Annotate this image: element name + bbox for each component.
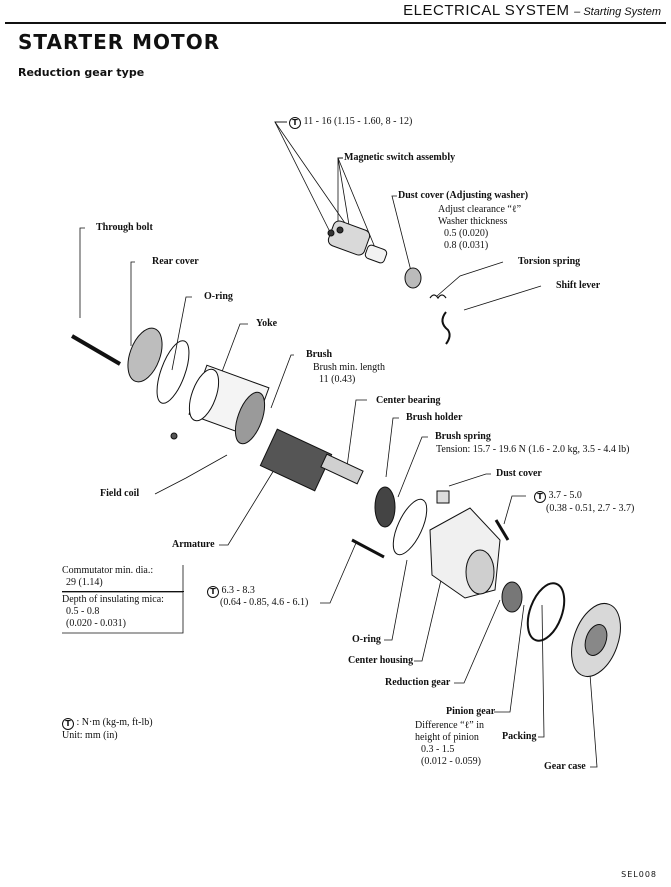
label-pinion-diff-2: height of pinion (415, 732, 479, 743)
label-washer-2: 0.8 (0.031) (444, 240, 489, 251)
label-armature: Armature (172, 539, 215, 550)
brush-holder-part (374, 486, 396, 528)
torque-icon: T (534, 491, 546, 503)
o-ring-rear-part (156, 340, 190, 404)
label-yoke: Yoke (256, 318, 278, 329)
center-housing-part (429, 507, 501, 599)
commutator-line-3: Depth of insulating mica: (62, 594, 164, 605)
label-gear-case: Gear case (544, 761, 586, 772)
through-bolt-part (70, 334, 122, 366)
label-bolt-torque-1: T 6.3 - 8.3 (207, 585, 255, 598)
label-pinion-diff-3: 0.3 - 1.5 (421, 744, 455, 755)
label-center-bearing: Center bearing (376, 395, 441, 406)
commutator-line-4: 0.5 - 0.8 (66, 606, 100, 617)
commutator-line-2: 29 (1.14) (66, 577, 103, 588)
yoke-part (188, 364, 270, 445)
label-center-housing: Center housing (348, 655, 414, 666)
label-magnetic-switch: Magnetic switch assembly (344, 152, 456, 163)
gear-case-part (571, 603, 621, 677)
label-field-coil: Field coil (100, 488, 140, 499)
label-brush-min-value: 11 (0.43) (319, 374, 356, 385)
label-o-ring-center: O-ring (352, 634, 381, 645)
packing-part (526, 582, 566, 642)
legend-unit: Unit: mm (in) (62, 730, 118, 741)
label-brush-spring: Brush spring (435, 431, 491, 442)
header-rule (5, 22, 666, 24)
label-washer-1: 0.5 (0.020) (444, 228, 489, 239)
commutator-spec-box: Commutator min. dia.: 29 (1.14) Depth of… (62, 565, 184, 630)
legend-torque: T : N·m (kg-m, ft-lb) (62, 717, 153, 730)
yoke-screw-part (170, 432, 178, 440)
label-pinion-diff-1: Difference “ℓ” in (415, 720, 485, 731)
leader-lines (62, 121, 598, 768)
label-pinion-diff-4: (0.012 - 0.059) (421, 756, 481, 767)
label-pinion-gear: Pinion gear (446, 706, 496, 717)
label-bolt-torque-2: (0.64 - 0.85, 4.6 - 6.1) (220, 597, 309, 608)
commutator-divider (62, 591, 184, 592)
label-reduction-gear: Reduction gear (385, 677, 451, 688)
label-brush: Brush (306, 349, 333, 360)
label-shift-lever: Shift lever (556, 280, 601, 291)
commutator-line-5: (0.020 - 0.031) (66, 618, 126, 629)
torque-icon: T (289, 117, 301, 129)
label-brush-min-length: Brush min. length (313, 362, 385, 373)
rear-cover-part (127, 327, 163, 383)
dust-cover-part (436, 490, 450, 504)
torsion-spring-part (429, 294, 447, 300)
armature-part (259, 428, 364, 492)
label-housing-torque-1: T 3.7 - 5.0 (534, 490, 582, 503)
shift-lever-part (441, 311, 451, 345)
torque-icon: T (207, 586, 219, 598)
label-through-bolt: Through bolt (96, 222, 153, 233)
bolt-part (351, 538, 385, 559)
label-dust-cover-washer: Dust cover (Adjusting washer) (398, 190, 529, 201)
label-packing: Packing (502, 731, 537, 742)
label-rear-cover: Rear cover (152, 256, 199, 267)
o-ring-center-part (392, 498, 428, 556)
label-washer-thickness: Washer thickness (438, 216, 508, 227)
label-housing-torque-2: (0.38 - 0.51, 2.7 - 3.7) (546, 503, 635, 514)
magnetic-switch-part (327, 220, 388, 264)
figure-code: SEL008 (621, 870, 657, 879)
label-brush-holder: Brush holder (406, 412, 463, 423)
label-torsion-spring: Torsion spring (518, 256, 581, 267)
header-section: ELECTRICAL SYSTEM (403, 2, 570, 19)
label-dust-cover: Dust cover (496, 468, 542, 479)
page-subtitle: Reduction gear type (18, 66, 145, 79)
page-title: STARTER MOTOR (18, 30, 221, 54)
adjusting-washer-part (404, 267, 422, 289)
label-adjust-clearance: Adjust clearance “ℓ” (438, 204, 522, 215)
label-brush-spring-tension: Tension: 15.7 - 19.6 N (1.6 - 2.0 kg, 3.… (436, 444, 630, 455)
torque-icon: T (62, 718, 74, 730)
label-o-ring-rear: O-ring (204, 291, 233, 302)
header-subsection: – Starting System (574, 6, 661, 18)
housing-screw-part (494, 519, 510, 541)
label-mag-torque: T 11 - 16 (1.15 - 1.60, 8 - 12) (289, 116, 412, 129)
header-title: ELECTRICAL SYSTEM – Starting System (403, 2, 661, 19)
reduction-gear-part (501, 581, 523, 613)
commutator-line-1: Commutator min. dia.: (62, 565, 154, 576)
